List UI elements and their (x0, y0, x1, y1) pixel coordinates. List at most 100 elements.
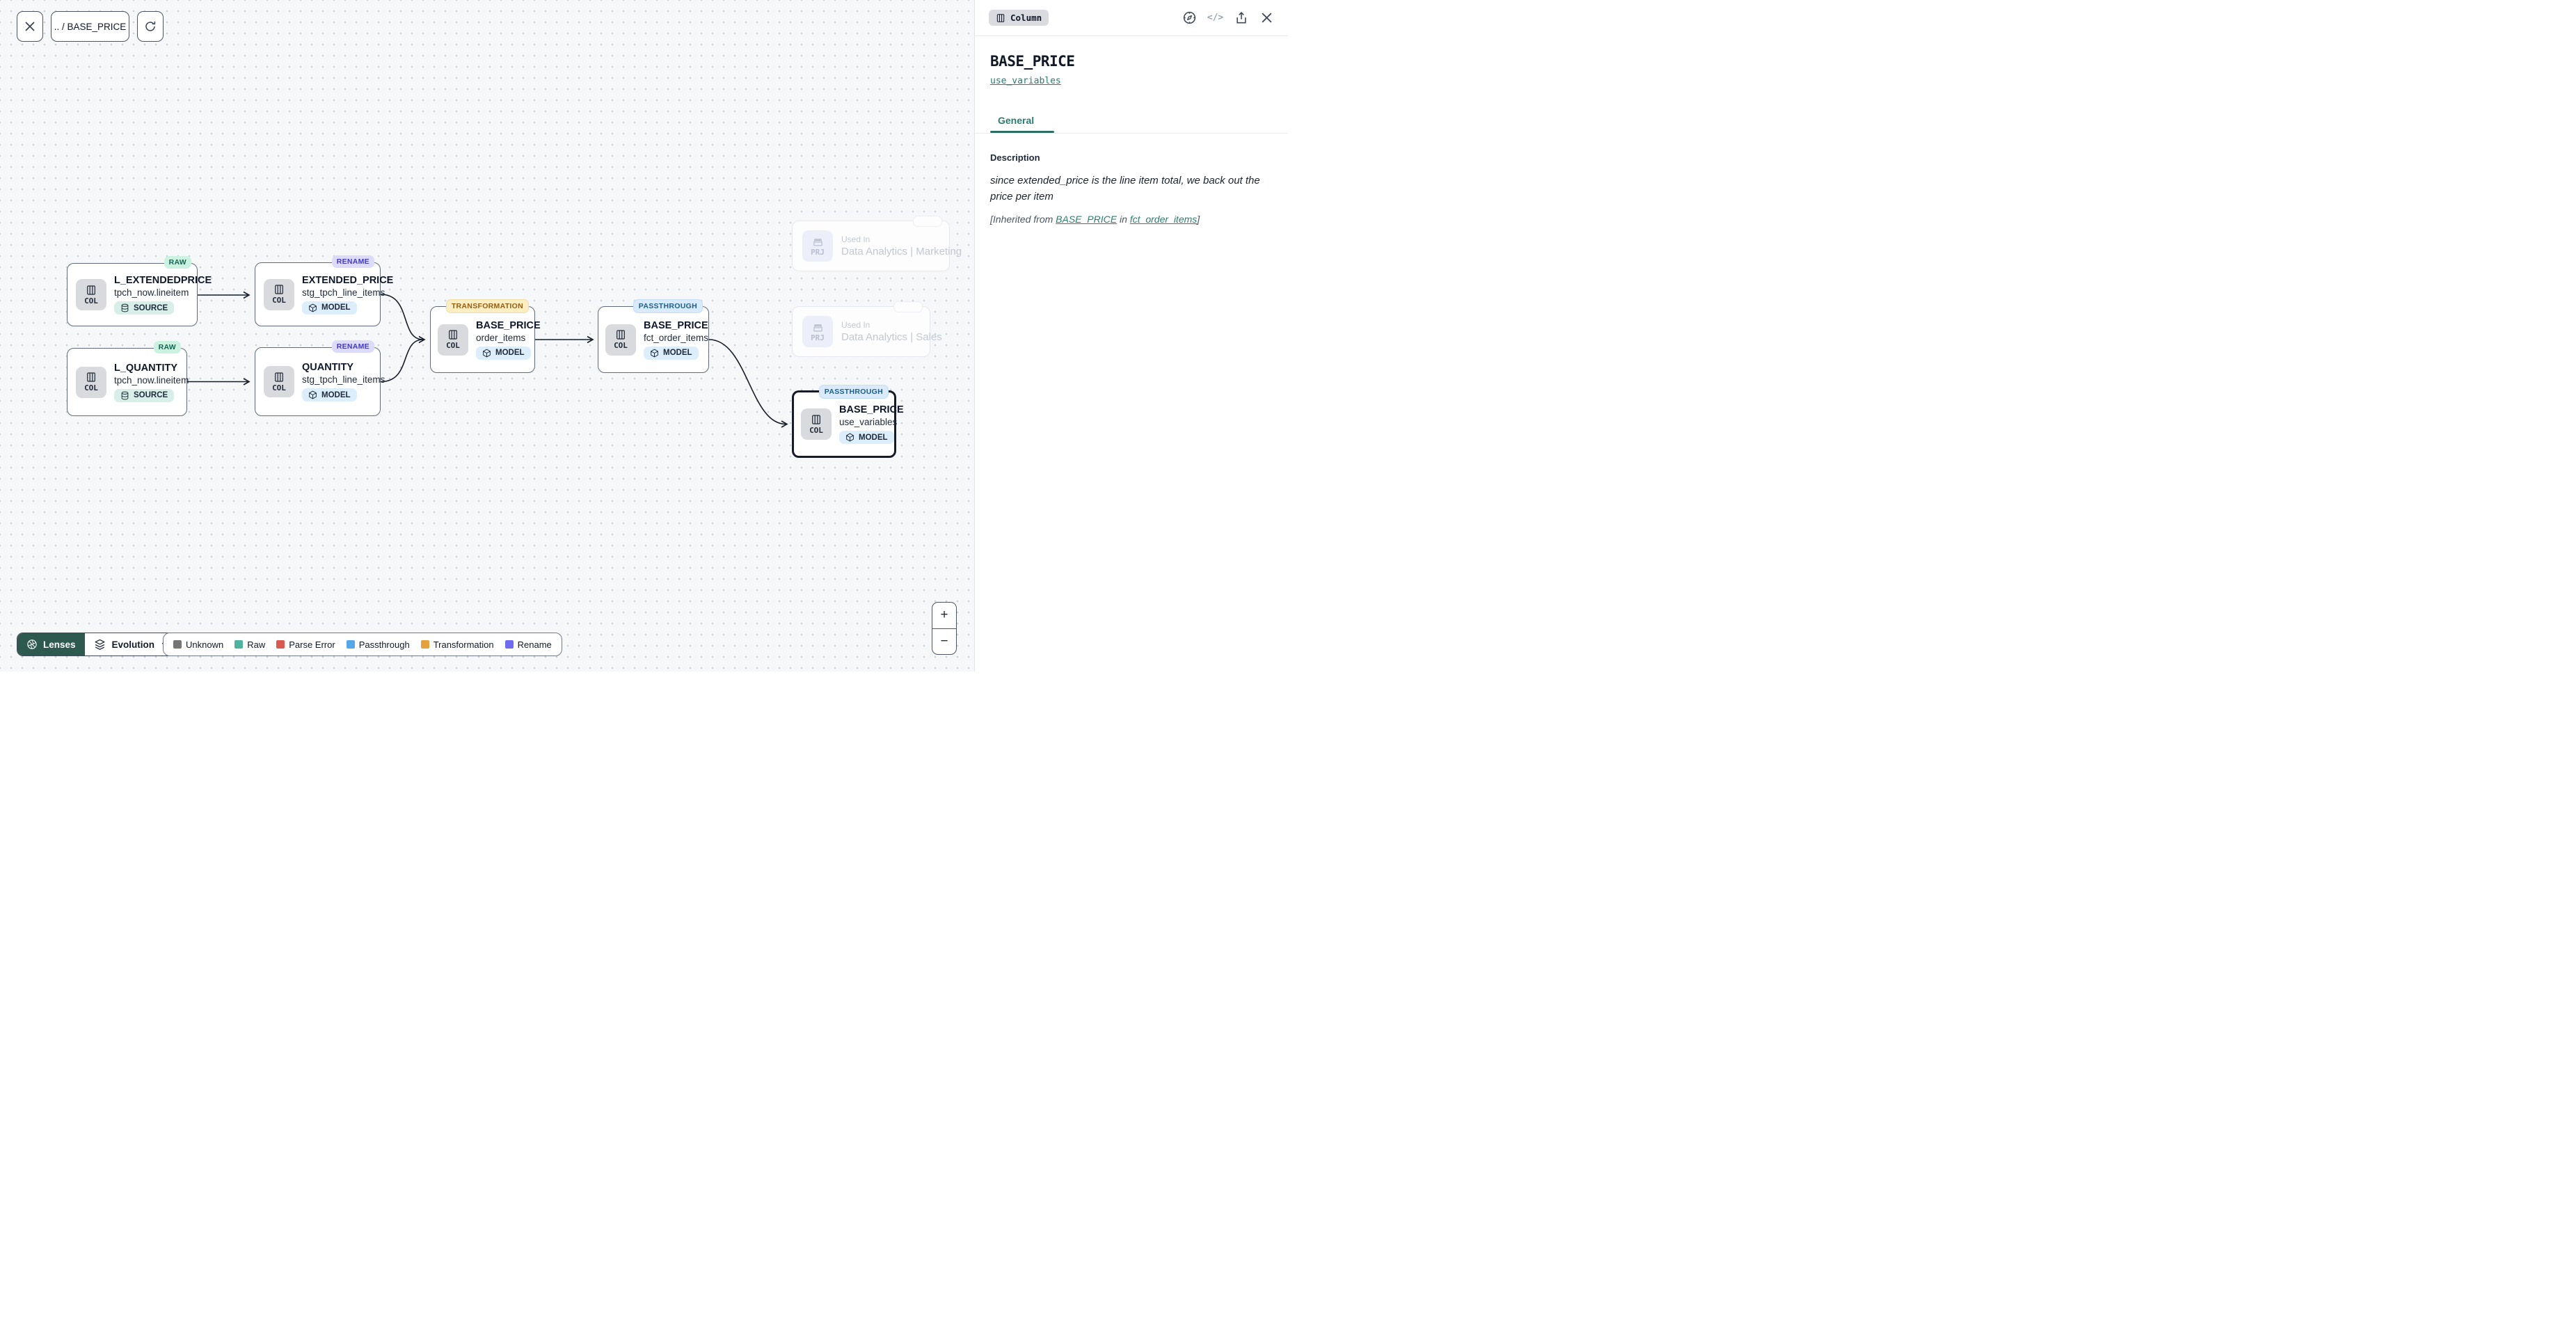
tab-general[interactable]: General (998, 115, 1035, 126)
explore-compass-button[interactable] (1182, 10, 1197, 25)
inherited-model-link[interactable]: fct_order_items (1129, 213, 1198, 225)
node-model-name: fct_order_items (644, 332, 709, 343)
node-model-name: stg_tpch_line_items (302, 287, 385, 298)
column-type-box: COL (801, 408, 832, 440)
node-l-quantity[interactable]: RAW COL L_QUANTITY tpch_now.lineitem SOU… (67, 341, 189, 416)
used-in-card-marketing[interactable]: PRJ Used In Data Analytics | Marketing (792, 216, 962, 271)
view-code-button[interactable]: </> (1207, 13, 1224, 23)
node-model-name: stg_tpch_line_items (302, 374, 385, 385)
node-source-name: tpch_now.lineitem (114, 374, 189, 386)
project-icon (813, 324, 822, 332)
node-title: BASE_PRICE (839, 404, 904, 415)
node-kind-pill: MODEL (839, 431, 894, 444)
columns-icon (617, 330, 625, 340)
aperture-icon (27, 639, 37, 649)
used-in-name: Data Analytics | Sales (841, 331, 942, 343)
share-button[interactable] (1234, 10, 1248, 25)
legend-swatch (276, 640, 285, 649)
cube-icon (651, 349, 658, 357)
columns-icon (812, 414, 820, 424)
close-lineage-button[interactable] (17, 11, 43, 42)
node-kind-pill: MODEL (302, 388, 357, 402)
node-title: L_EXTENDEDPRICE (114, 275, 212, 286)
cube-icon (309, 390, 317, 399)
close-icon (1262, 13, 1272, 23)
columns-icon (275, 285, 283, 294)
used-in-name: Data Analytics | Marketing (841, 246, 962, 257)
details-panel: Column </> BASE_PRICE use_variables Gene… (974, 0, 1288, 672)
node-kind-pill: MODEL (302, 301, 357, 315)
refresh-button[interactable] (137, 11, 164, 42)
columns-icon (449, 330, 457, 340)
panel-tabs: General (975, 115, 1288, 134)
columns-icon (87, 285, 95, 295)
project-icon (813, 239, 822, 246)
layers-icon (95, 639, 105, 650)
tab-divider (975, 133, 1288, 134)
legend-item: Raw (234, 639, 265, 650)
cube-icon (309, 303, 317, 312)
database-icon (121, 391, 129, 399)
node-base-price-use-variables[interactable]: PASSTHROUGH COL BASE_PRICE use_variables… (792, 385, 904, 458)
active-tab-indicator (990, 131, 1054, 133)
node-extended-price[interactable]: RENAME COL EXTENDED_PRICE stg_tpch_line_… (255, 255, 393, 326)
legend-swatch (234, 640, 244, 649)
node-base-price-order-items[interactable]: TRANSFORMATION COL BASE_PRICE order_item… (430, 299, 541, 373)
used-in-card-sales[interactable]: PRJ Used In Data Analytics | Sales (792, 301, 942, 357)
lineage-app: .. / BASE_PRICE PRJ Used In Data Analyti… (0, 0, 1288, 672)
node-title: BASE_PRICE (644, 319, 708, 331)
used-in-label: Used In (841, 235, 870, 244)
project-type-box: PRJ (802, 316, 833, 347)
entity-type-badge: Column (989, 10, 1049, 26)
lenses-button[interactable]: Lenses (17, 633, 85, 655)
node-kind-pill: MODEL (476, 346, 531, 360)
panel-header: Column </> (975, 0, 1288, 36)
cube-icon (483, 349, 491, 357)
column-title: BASE_PRICE (990, 53, 1075, 70)
edge-type-badge: RAW (153, 341, 181, 353)
refresh-icon (145, 21, 156, 31)
legend-item: Parse Error (276, 639, 335, 650)
description-label: Description (990, 152, 1040, 163)
model-link[interactable]: use_variables (990, 76, 1061, 86)
breadcrumb[interactable]: .. / BASE_PRICE (51, 11, 129, 42)
column-type-box: COL (264, 366, 294, 397)
edge-type-badge: RAW (164, 256, 191, 269)
node-l-extendedprice[interactable]: RAW COL L_EXTENDEDPRICE tpch_now.lineite… (67, 256, 212, 326)
node-source-name: tpch_now.lineitem (114, 287, 189, 298)
inherited-column-link[interactable]: BASE_PRICE (1056, 213, 1118, 225)
lenses-control: Lenses Evolution (17, 633, 180, 656)
node-base-price-fct-order-items[interactable]: PASSTHROUGH COL BASE_PRICE fct_order_ite… (598, 299, 709, 373)
node-title: BASE_PRICE (476, 319, 541, 331)
node-model-name: order_items (476, 332, 526, 343)
edge-type-badge: PASSTHROUGH (633, 299, 703, 313)
ghost-badge (913, 216, 942, 227)
legend-item: Unknown (173, 639, 223, 650)
columns-icon (996, 13, 1005, 22)
share-icon (1236, 11, 1246, 23)
inherited-note: [Inherited from BASE_PRICE in fct_order_… (990, 213, 1200, 225)
columns-icon (87, 372, 95, 382)
node-model-name: use_variables (839, 417, 898, 427)
legend-swatch (346, 640, 355, 649)
used-in-label: Used In (841, 320, 870, 330)
node-quantity[interactable]: RENAME COL QUANTITY stg_tpch_line_items … (255, 340, 385, 416)
node-kind-pill: MODEL (644, 346, 699, 360)
column-type-box: COL (605, 324, 636, 356)
database-icon (121, 303, 129, 312)
description-text: since extended_price is the line item to… (990, 175, 1260, 203)
legend-swatch (420, 640, 429, 649)
column-type-box: COL (76, 279, 106, 310)
project-type-box: PRJ (802, 230, 833, 262)
edge-type-badge: PASSTHROUGH (818, 385, 889, 399)
zoom-out-button[interactable]: − (932, 629, 956, 655)
zoom-in-button[interactable]: + (932, 603, 956, 629)
legend: Unknown Raw Parse Error Passthrough Tran… (163, 633, 562, 656)
legend-item: Transformation (420, 639, 494, 650)
edge-type-badge: RENAME (331, 340, 374, 353)
node-kind-pill: SOURCE (114, 388, 175, 402)
lens-dropdown[interactable]: Evolution (84, 633, 179, 655)
cube-icon (846, 433, 854, 442)
edge-type-badge: TRANSFORMATION (445, 299, 529, 313)
close-panel-button[interactable] (1259, 10, 1274, 25)
